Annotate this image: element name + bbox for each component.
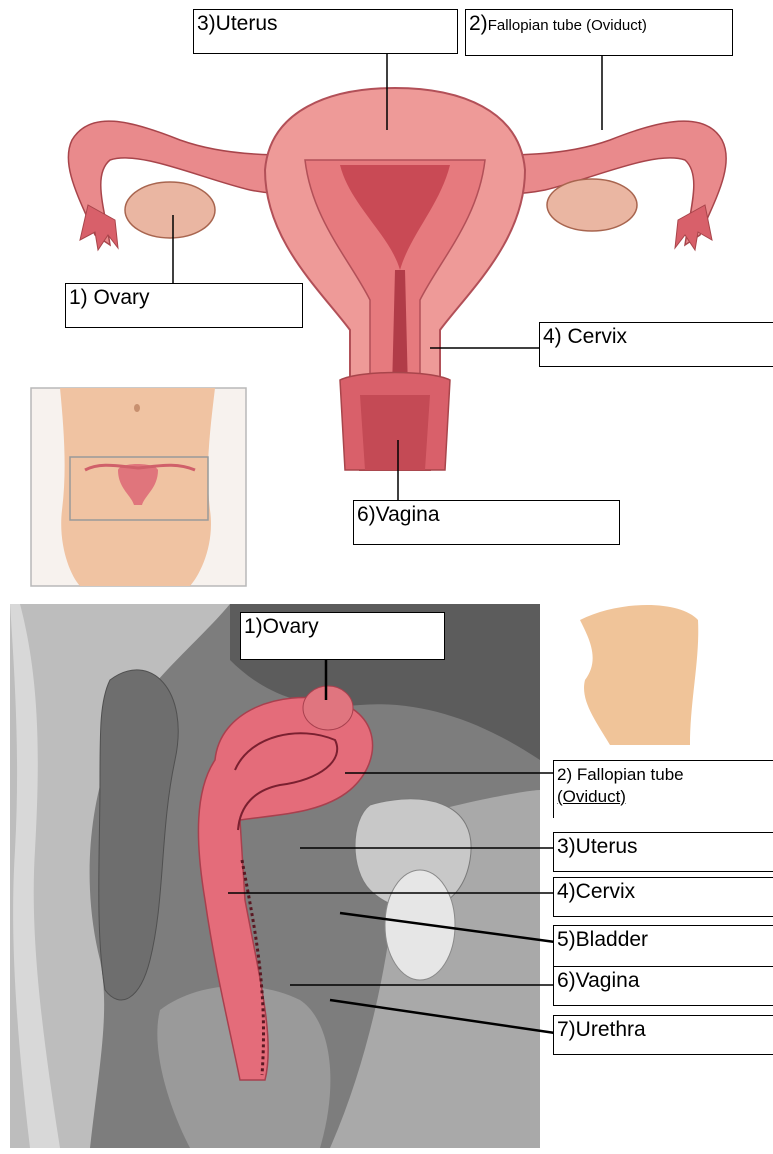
label-fallopian-bottom: 2) Fallopian tube (Oviduct) [553, 760, 773, 818]
label-ovary-bottom: 1)Ovary [240, 612, 445, 660]
label-vagina-top: 6)Vagina [353, 500, 620, 545]
label-fallopian-top-number: 2) [469, 12, 488, 35]
label-urethra-bottom: 7)Urethra [553, 1015, 773, 1055]
label-cervix-top-text: 4) Cervix [543, 325, 627, 348]
label-fallopian-top-text: Fallopian tube (Oviduct) [488, 17, 647, 34]
label-fallopian-top: 2)Fallopian tube (Oviduct) [465, 9, 733, 56]
label-ovary-bottom-text: 1)Ovary [244, 615, 319, 638]
label-uterus-bottom: 3)Uterus [553, 832, 773, 872]
label-bladder-bottom-text: 5)Bladder [557, 928, 648, 951]
label-vagina-bottom: 6)Vagina [553, 966, 773, 1006]
label-vagina-bottom-text: 6)Vagina [557, 969, 640, 992]
label-cervix-bottom: 4)Cervix [553, 877, 773, 917]
label-uterus-bottom-text: 3)Uterus [557, 835, 638, 858]
label-bladder-bottom: 5)Bladder [553, 925, 773, 968]
label-uterus-top: 3)Uterus [193, 9, 458, 54]
label-fallopian-bottom-line1: 2) Fallopian tube [557, 765, 770, 785]
sagittal-ovary [303, 686, 353, 730]
label-cervix-bottom-text: 4)Cervix [557, 880, 635, 903]
label-vagina-top-text: 6)Vagina [357, 503, 440, 526]
label-ovary-top-text: 1) Ovary [69, 286, 150, 309]
side-body-inset [580, 605, 698, 745]
label-fallopian-bottom-line2: (Oviduct) [557, 787, 770, 807]
label-cervix-top: 4) Cervix [539, 322, 773, 367]
label-ovary-top: 1) Ovary [65, 283, 303, 328]
label-uterus-top-text: 3)Uterus [197, 12, 278, 35]
label-urethra-bottom-text: 7)Urethra [557, 1018, 646, 1041]
